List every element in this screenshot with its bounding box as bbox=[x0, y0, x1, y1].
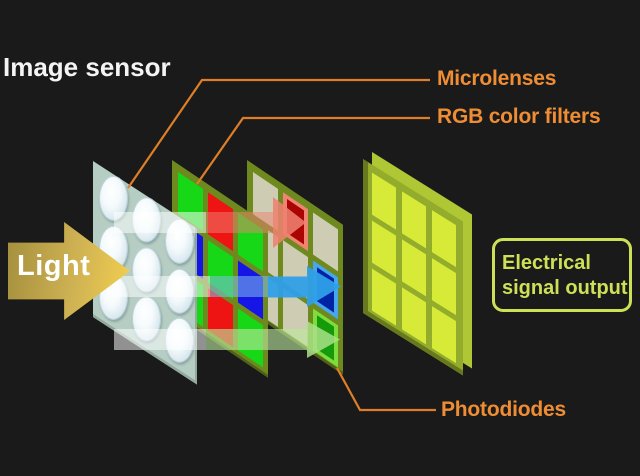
microlens bbox=[164, 317, 194, 363]
sensor-cell bbox=[372, 172, 396, 230]
photodiodes-leader-line bbox=[336, 367, 436, 412]
output-box-line1: Electrical bbox=[502, 252, 591, 274]
sensor-cell bbox=[372, 220, 396, 278]
sensor-cell bbox=[432, 258, 456, 316]
page-title: Image sensor bbox=[3, 52, 171, 82]
photodiode-r-inner bbox=[287, 198, 304, 245]
microlens bbox=[98, 175, 128, 221]
microlens bbox=[131, 197, 161, 243]
label-photodiodes: Photodiodes bbox=[441, 398, 566, 421]
sensor-cell bbox=[402, 239, 426, 297]
label-rgb-color-filters: RGB color filters bbox=[437, 105, 601, 128]
sensor-cell bbox=[402, 191, 426, 249]
light-label: Light bbox=[17, 250, 91, 282]
sensor-cell bbox=[432, 306, 456, 364]
microlens bbox=[164, 267, 194, 313]
sensor-cell bbox=[432, 210, 456, 268]
sensor-grid bbox=[363, 159, 463, 376]
sensor-cell bbox=[402, 287, 426, 345]
microlens bbox=[131, 246, 161, 292]
photodiode-b-inner bbox=[317, 267, 334, 313]
output-box-line2: signal output bbox=[502, 277, 628, 299]
label-microlenses: Microlenses bbox=[437, 67, 557, 90]
photodiode-g-inner bbox=[317, 315, 334, 361]
microlens bbox=[164, 218, 194, 264]
microlens bbox=[131, 296, 161, 342]
electrical-signal-output-box: Electrical signal output bbox=[492, 238, 632, 312]
sensor-cell bbox=[372, 268, 396, 326]
